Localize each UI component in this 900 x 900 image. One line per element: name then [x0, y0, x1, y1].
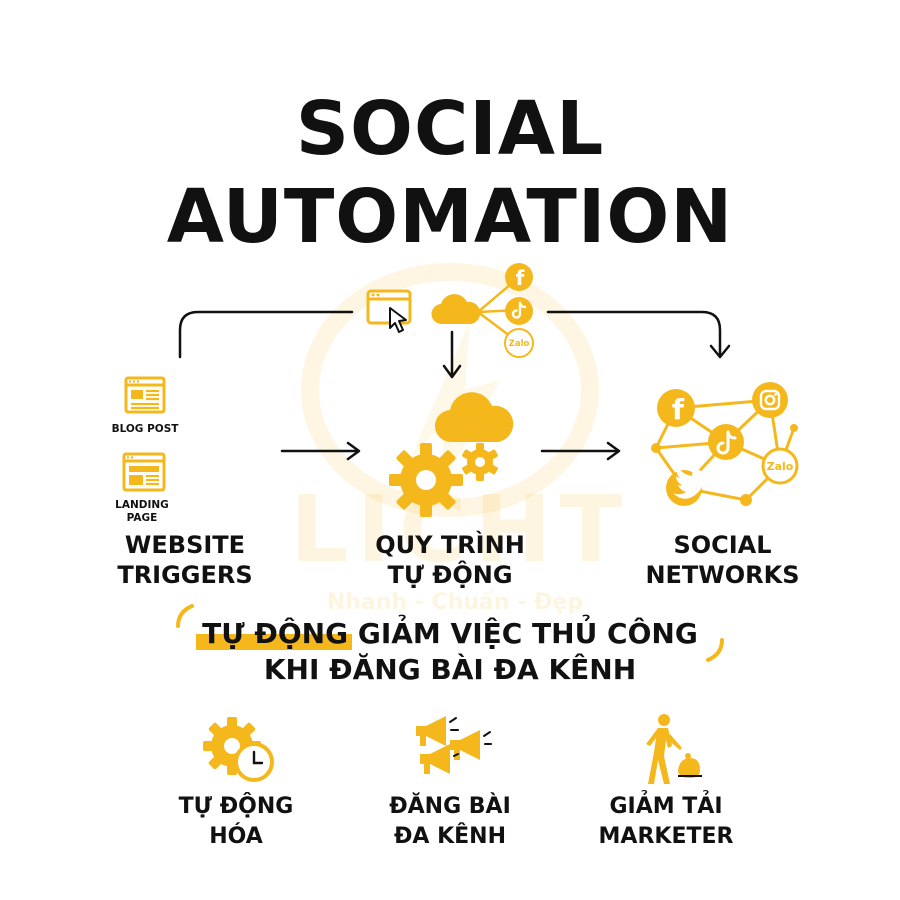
- small-facebook-icon: f: [505, 263, 533, 291]
- social-networks-label-line-1: SOCIAL: [673, 531, 772, 559]
- small-tiktok-icon: [505, 297, 533, 325]
- browser-click-icon: [366, 289, 412, 333]
- process-label-line-1: QUY TRÌNH: [375, 531, 525, 559]
- landing-page-label: LANDING PAGE: [115, 499, 169, 524]
- twitter-icon: [666, 468, 708, 506]
- svg-text:Zalo: Zalo: [767, 460, 794, 473]
- benefit-2-line-2: ĐA KÊNH: [393, 824, 507, 849]
- benefit-3-line-1: GIẢM TẢI: [609, 794, 723, 819]
- watermark-brand: LICHT: [290, 476, 631, 583]
- headline-highlight: TỰ ĐỘNG: [196, 617, 353, 650]
- process-label-line-2: TỰ ĐỘNG: [387, 561, 513, 589]
- benefit-3-line-2: MARKETER: [598, 824, 734, 849]
- small-zalo-icon: Zalo: [504, 328, 534, 358]
- title-line-2: AUTOMATION: [166, 174, 734, 260]
- landing-page-icon: [122, 452, 166, 492]
- zalo-icon: Zalo: [761, 447, 799, 485]
- gears-icon: [389, 443, 498, 517]
- social-network-cluster: f Zalo: [651, 382, 799, 506]
- svg-text:Zalo: Zalo: [509, 339, 530, 349]
- person-pushing-icon: [646, 714, 702, 784]
- social-networks-label-line-2: NETWORKS: [645, 561, 800, 589]
- benefit-1-line-2: HÓA: [209, 824, 263, 849]
- benefit-2-line-1: ĐĂNG BÀI: [389, 794, 511, 819]
- benefit-1-line-1: TỰ ĐỘNG: [178, 794, 294, 819]
- website-triggers-label-line-1: WEBSITE: [124, 531, 246, 559]
- svg-text:f: f: [516, 266, 525, 290]
- megaphones-icon: [416, 716, 492, 774]
- title-line-1: SOCIAL: [295, 86, 605, 172]
- watermark-tagline: Nhanh - Chuẩn - Đẹp: [326, 590, 584, 615]
- blog-post-label: BLOG POST: [111, 423, 179, 435]
- gear-clock-icon: [203, 717, 274, 782]
- svg-text:f: f: [672, 393, 685, 426]
- small-cloud-icon: [431, 294, 481, 325]
- website-triggers-label-line-2: TRIGGERS: [117, 561, 253, 589]
- facebook-icon: f: [657, 389, 695, 427]
- headline-line-1: TỰ ĐỘNG GIẢM VIỆC THỦ CÔNG: [0, 616, 900, 652]
- instagram-icon: [752, 382, 788, 418]
- headline-line-2: KHI ĐĂNG BÀI ĐA KÊNH: [263, 653, 637, 686]
- tiktok-icon: [708, 424, 744, 460]
- blog-post-icon: [124, 376, 166, 414]
- cloud-icon: [434, 392, 514, 443]
- headline-line-1-rest: GIẢM VIỆC THỦ CÔNG: [348, 617, 698, 650]
